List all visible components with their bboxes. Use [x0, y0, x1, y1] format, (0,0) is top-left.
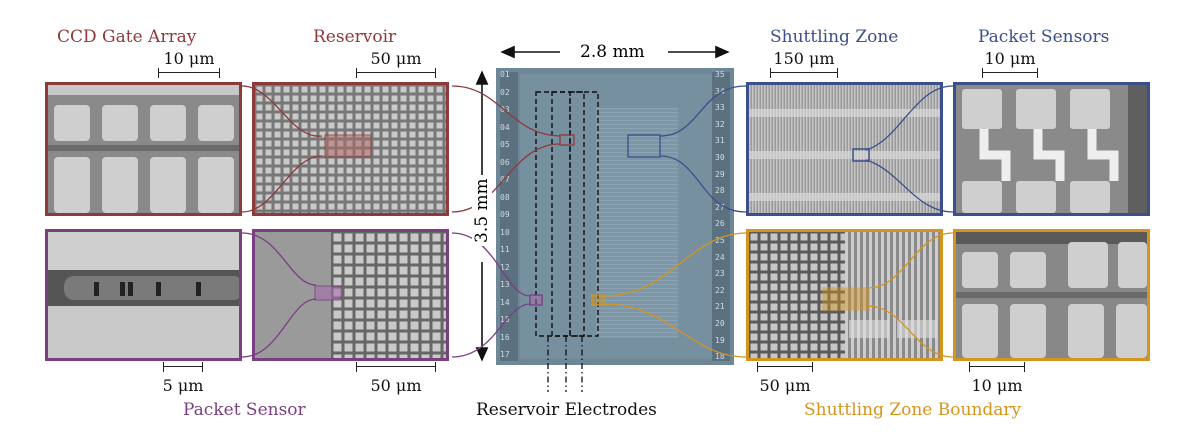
pad-number: 08 — [500, 192, 510, 202]
label-reservoir-electrodes: Reservoir Electrodes — [476, 400, 657, 420]
orange-connectors — [591, 232, 954, 358]
label-shuttling-zone: Shuttling Zone — [770, 27, 899, 47]
scale-label: 10 μm — [984, 49, 1036, 68]
pad-number: 02 — [500, 87, 510, 97]
scale-label: 150 μm — [773, 49, 835, 68]
panel-ccd-gate-array — [45, 82, 242, 216]
panel-packet-sensor — [45, 229, 242, 361]
pad-number: 11 — [500, 245, 510, 254]
pad-number: 20 — [715, 319, 725, 328]
scale-label: 50 μm — [370, 49, 422, 68]
blue-connectors — [627, 85, 954, 213]
pad-number: 27 — [715, 202, 725, 212]
scale-bar-shuttling: 150 μm — [770, 49, 838, 78]
pad-number: 21 — [715, 302, 725, 312]
pad-number: 23 — [715, 269, 725, 279]
scale-label: 10 μm — [163, 49, 215, 68]
reservoir-electrode-leads — [547, 336, 583, 392]
pad-number: 31 — [715, 136, 725, 146]
label-packet-sensors: Packet Sensors — [978, 27, 1110, 47]
pad-number: 10 — [500, 227, 510, 237]
pad-number: 06 — [500, 157, 510, 167]
pad-number: 12 — [500, 262, 510, 272]
scale-bar-reservoir: 50 μm — [356, 49, 436, 78]
pad-number: 09 — [500, 210, 510, 219]
pad-number: 13 — [500, 280, 510, 289]
pad-number: 07 — [500, 175, 510, 184]
red-connectors — [241, 85, 575, 213]
pad-number: 22 — [715, 285, 725, 295]
pad-number: 32 — [715, 119, 725, 129]
pad-number: 24 — [715, 252, 725, 262]
scale-bar-reservoir-lower: 50 μm — [356, 362, 436, 395]
label-reservoir: Reservoir — [313, 27, 397, 47]
scale-label: 5 μm — [162, 376, 204, 395]
scale-bar-boundary-right: 10 μm — [969, 362, 1025, 395]
pad-number: 19 — [715, 335, 725, 345]
panel-packet-sensors — [953, 82, 1150, 216]
pad-number: 05 — [500, 140, 510, 149]
label-chip-height: 3.5 mm — [472, 175, 492, 246]
scale-label: 50 μm — [759, 376, 811, 395]
pad-number: 33 — [715, 103, 725, 113]
pad-numbers-right: 35 34 33 32 31 30 29 28 27 26 25 24 23 22 21 20 19 18 — [715, 70, 731, 362]
panel-shuttling-zone — [746, 82, 943, 216]
pad-number: 26 — [715, 219, 725, 229]
panel-shuttling-zone-boundary — [746, 229, 943, 361]
pad-number: 15 — [500, 315, 510, 324]
scale-bar-ccd: 10 μm — [158, 49, 220, 78]
scale-bar-boundary-left: 50 μm — [757, 362, 813, 395]
label-packet-sensor: Packet Sensor — [183, 400, 306, 420]
label-shuttling-zone-boundary: Shuttling Zone Boundary — [804, 400, 1022, 420]
panel-boundary-ccd — [953, 229, 1150, 361]
label-chip-width: 2.8 mm — [576, 42, 649, 62]
pad-number: 25 — [715, 236, 725, 245]
scale-bar-sensors: 10 μm — [982, 49, 1038, 78]
panel-reservoir — [252, 82, 449, 216]
pad-number: 34 — [715, 86, 725, 96]
pad-number: 30 — [715, 153, 725, 162]
pad-number: 14 — [500, 297, 510, 307]
pad-number: 18 — [715, 352, 725, 362]
pad-number: 28 — [715, 186, 725, 196]
panel-reservoir-lower — [252, 229, 449, 361]
scale-label: 10 μm — [971, 376, 1023, 395]
pad-number: 35 — [715, 70, 725, 79]
pad-number: 29 — [715, 169, 725, 179]
pad-number: 01 — [500, 70, 510, 79]
purple-connectors — [241, 232, 543, 358]
scale-bar-packet-sensor: 5 μm — [163, 362, 203, 395]
pad-number: 17 — [500, 350, 510, 359]
reservoir-electrode-outlines — [535, 91, 599, 337]
pad-number: 16 — [500, 332, 510, 342]
scale-label: 50 μm — [370, 376, 422, 395]
pad-number: 04 — [500, 122, 510, 132]
label-ccd-gate-array: CCD Gate Array — [57, 27, 197, 47]
